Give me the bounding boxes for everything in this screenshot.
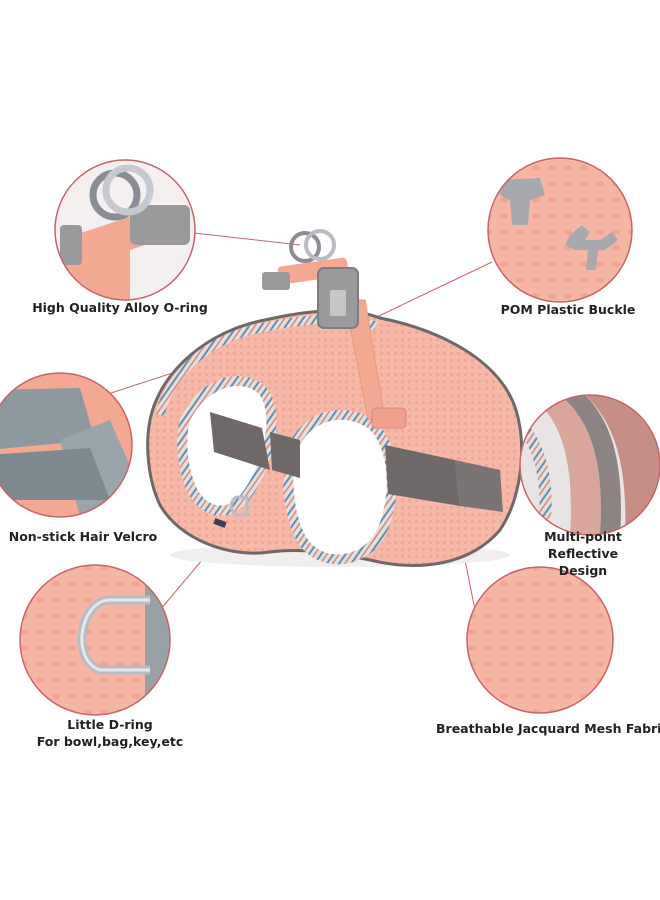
callout-dring-image	[19, 564, 171, 716]
label-reflective-line1: Multi-point Reflective	[544, 529, 622, 561]
callout-buckle-image	[487, 157, 633, 303]
label-alloy-oring: High Quality Alloy O-ring	[32, 300, 208, 315]
label-plastic-buckle: POM Plastic Buckle	[500, 302, 636, 317]
harness-product	[146, 229, 524, 567]
label-reflective-design: Multi-point Reflective Design	[510, 528, 656, 579]
callout-mesh-image	[466, 566, 614, 714]
label-dring-line2: For bowl,bag,key,etc	[36, 734, 184, 749]
callout-oring-image	[54, 159, 196, 301]
label-reflective-line2: Design	[558, 563, 608, 578]
label-hair-velcro: Non-stick Hair Velcro	[8, 529, 158, 544]
callout-velcro-image	[0, 372, 133, 518]
label-dring-line1: Little D-ring	[67, 717, 153, 732]
callout-reflective-image	[519, 394, 660, 536]
label-little-dring: Little D-ring For bowl,bag,key,etc	[30, 716, 190, 750]
label-mesh-fabric: Breathable Jacquard Mesh Fabric	[436, 721, 660, 736]
